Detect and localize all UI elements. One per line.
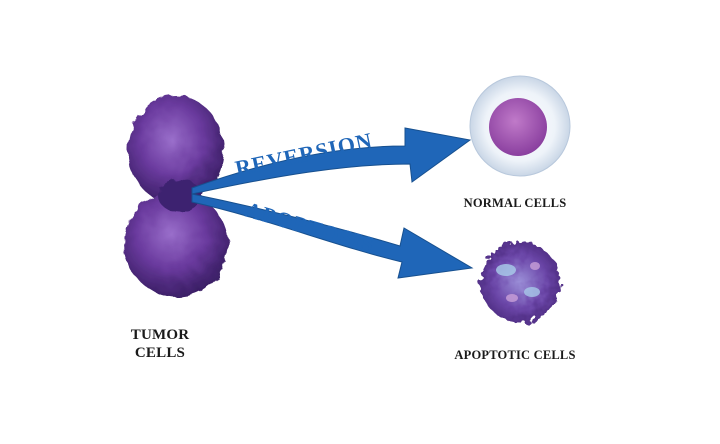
tumor-label-line1: TUMOR bbox=[130, 327, 190, 343]
tumor-label-line2: CELLS bbox=[134, 345, 186, 361]
apoptotic-fragment-2 bbox=[524, 287, 540, 297]
apoptotic-cell bbox=[480, 242, 560, 322]
reversion-arrow bbox=[191, 127, 472, 195]
apoptotic-cell-body bbox=[480, 242, 560, 322]
tumor-cell-top bbox=[128, 96, 224, 204]
apoptotic-cells-label: APOPTOTIC CELLS bbox=[454, 348, 576, 362]
normal-cell-nucleus bbox=[489, 98, 547, 156]
tumor-cells bbox=[124, 96, 228, 296]
apoptotic-fragment-3 bbox=[506, 294, 518, 302]
apoptotic-fragment-1 bbox=[496, 264, 516, 276]
tumor-cells-label: TUMOR CELLS bbox=[110, 326, 210, 362]
apoptosis-label: APOPTOSIS bbox=[243, 197, 378, 258]
normal-cell bbox=[469, 75, 571, 177]
normal-cells-label: NORMAL CELLS bbox=[463, 196, 567, 210]
tumor-cell-bottom bbox=[124, 192, 228, 296]
apoptosis-arrow bbox=[191, 193, 474, 279]
apoptotic-fragment-4 bbox=[530, 262, 540, 270]
tumor-cell-junction bbox=[158, 180, 202, 212]
